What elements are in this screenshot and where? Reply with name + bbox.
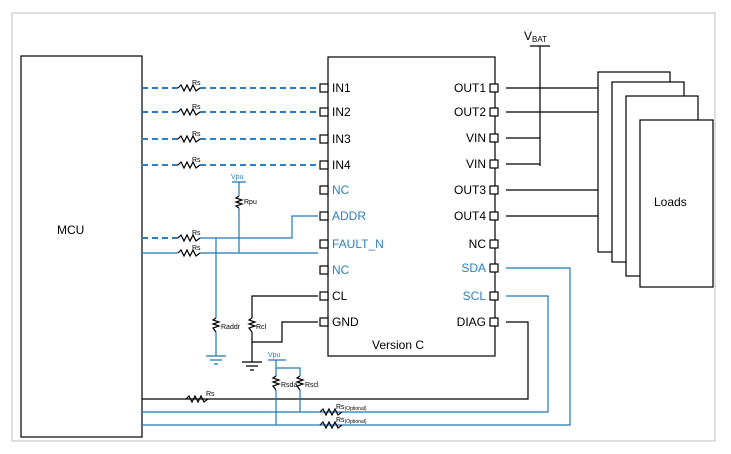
- right-pin-label: NC: [469, 237, 487, 251]
- load-box: [639, 119, 714, 288]
- right-pin-box: [489, 185, 499, 195]
- left-pin-box: [319, 291, 329, 301]
- mcu-label: MCU: [57, 223, 84, 237]
- left-pin-label: ADDR: [332, 209, 366, 223]
- left-pin-box: [319, 317, 329, 327]
- left-pin-box: [319, 265, 329, 275]
- scl-wire: [142, 295, 549, 413]
- right-pin-label: VIN: [466, 131, 486, 145]
- vbat-label: VBAT: [524, 29, 547, 44]
- rsda-label: Rsda: [281, 382, 297, 389]
- right-pin-box: [489, 239, 499, 249]
- right-pin-box: [489, 107, 499, 117]
- left-pin-label: IN1: [332, 81, 351, 95]
- raddr-label: Raddr: [221, 324, 241, 331]
- ground-symbol-blue: [206, 355, 226, 365]
- loads-stack: [597, 71, 714, 288]
- left-pin-box: [319, 185, 329, 195]
- resistors: [177, 83, 343, 430]
- vpu-label-top: Vpu: [231, 174, 244, 181]
- left-pin-box: [319, 83, 329, 93]
- right-pin-label: OUT1: [454, 81, 486, 95]
- right-pin-label: DIAG: [457, 315, 486, 329]
- ground-symbol: [242, 361, 262, 371]
- left-pin-box: [319, 134, 329, 144]
- right-pin-label: SCL: [463, 289, 487, 303]
- rs-label-fault: Rs: [192, 245, 201, 252]
- right-pin-box: [489, 263, 499, 273]
- right-pin-label: SDA: [461, 261, 486, 275]
- rscl-label: Rscl: [305, 382, 319, 389]
- out-wires: [506, 87, 598, 217]
- left-pin-label: NC: [332, 263, 350, 277]
- right-pin-label: VIN: [466, 157, 486, 171]
- rcl-label: Rcl: [256, 324, 267, 331]
- right-pin-box: [489, 211, 499, 221]
- rs-label-scl: Rs(Optional): [336, 404, 367, 412]
- left-pin-label: NC: [332, 183, 350, 197]
- right-pin-label: OUT3: [454, 183, 486, 197]
- rs-label-in1: Rs: [192, 80, 201, 87]
- cl-wire: [251, 295, 318, 362]
- right-pin-label: OUT2: [454, 105, 486, 119]
- left-pin-label: CL: [332, 289, 348, 303]
- rs-label-in3: Rs: [192, 131, 201, 138]
- version-label: Version C: [372, 338, 424, 352]
- left-pin-box: [319, 107, 329, 117]
- diag-wire: [142, 321, 529, 400]
- sda-wire: [142, 267, 571, 426]
- vbat-rail: [506, 45, 550, 166]
- right-pin-label: OUT4: [454, 209, 486, 223]
- vpu-label-bottom: Vpu: [268, 352, 281, 359]
- left-pin-box: [319, 160, 329, 170]
- left-pin-label: FAULT_N: [332, 237, 384, 251]
- right-pin-box: [489, 133, 499, 143]
- device-block: [327, 56, 496, 357]
- gnd-wire: [252, 321, 318, 343]
- right-pin-box: [489, 317, 499, 327]
- mcu-block: [20, 55, 143, 438]
- i2c-pullup-wire: [268, 359, 301, 425]
- left-pin-label: GND: [332, 315, 359, 329]
- right-pin-box: [489, 83, 499, 93]
- rs-label-in2: Rs: [192, 104, 201, 111]
- rs-label-in4: Rs: [192, 157, 201, 164]
- left-pin-box: [319, 239, 329, 249]
- rs-label-addr: Rs: [192, 230, 201, 237]
- left-pin-label: IN2: [332, 105, 351, 119]
- addr-wire: [200, 215, 318, 239]
- rs-label-diag: Rs: [206, 391, 215, 398]
- left-pin-box: [319, 211, 329, 221]
- right-pin-box: [489, 291, 499, 301]
- left-pin-label: IN4: [332, 158, 351, 172]
- loads-label: Loads: [654, 195, 687, 209]
- rs-label-sda: Rs(Optional): [336, 417, 367, 425]
- right-pin-box: [489, 159, 499, 169]
- left-pin-label: IN3: [332, 132, 351, 146]
- vpu-fault-wire: [232, 181, 246, 253]
- rpu-label: Rpu: [244, 199, 257, 206]
